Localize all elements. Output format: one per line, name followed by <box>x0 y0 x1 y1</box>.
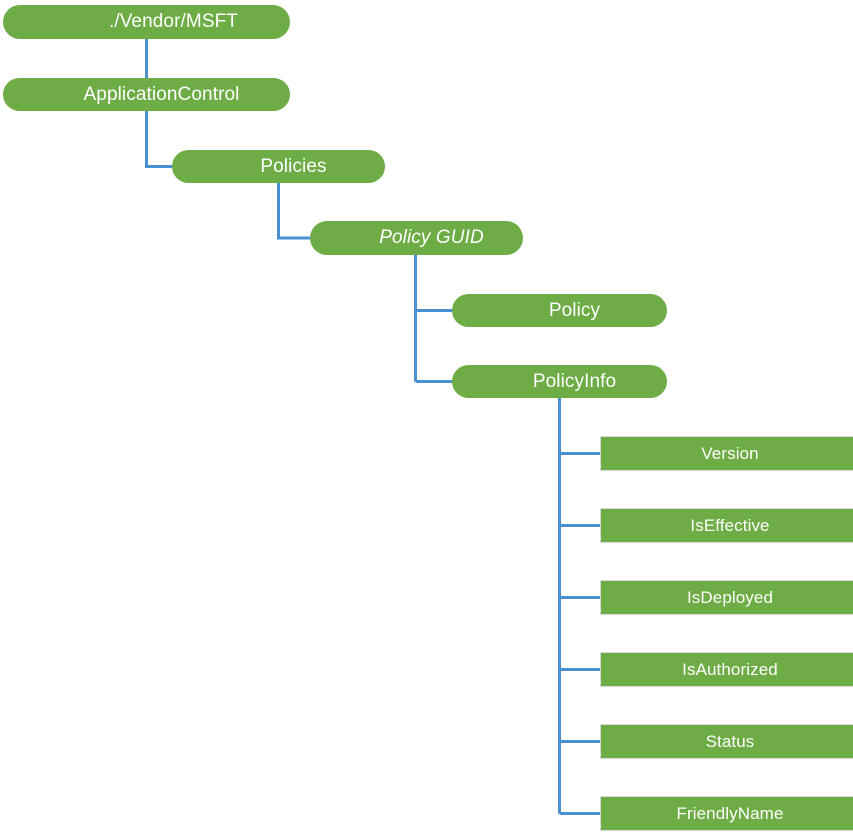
edge-policies-to-policyguid <box>277 183 310 240</box>
node-status[interactable]: Status <box>600 724 853 759</box>
node-is-authorized[interactable]: IsAuthorized <box>600 652 853 687</box>
node-policy-info[interactable]: PolicyInfo <box>452 365 667 398</box>
node-version[interactable]: Version <box>600 436 853 471</box>
node-is-effective[interactable]: IsEffective <box>600 508 853 543</box>
node-is-deployed[interactable]: IsDeployed <box>600 580 853 615</box>
edge-applicationcontrol-to-policies <box>145 111 172 168</box>
node-policy[interactable]: Policy <box>452 294 667 327</box>
node-friendly-name[interactable]: FriendlyName <box>600 796 853 831</box>
node-policies[interactable]: Policies <box>172 150 385 183</box>
node-application-control[interactable]: ApplicationControl <box>3 78 290 111</box>
node-policy-guid[interactable]: Policy GUID <box>310 221 523 255</box>
node-vendor-msft[interactable]: ./Vendor/MSFT <box>3 5 290 39</box>
